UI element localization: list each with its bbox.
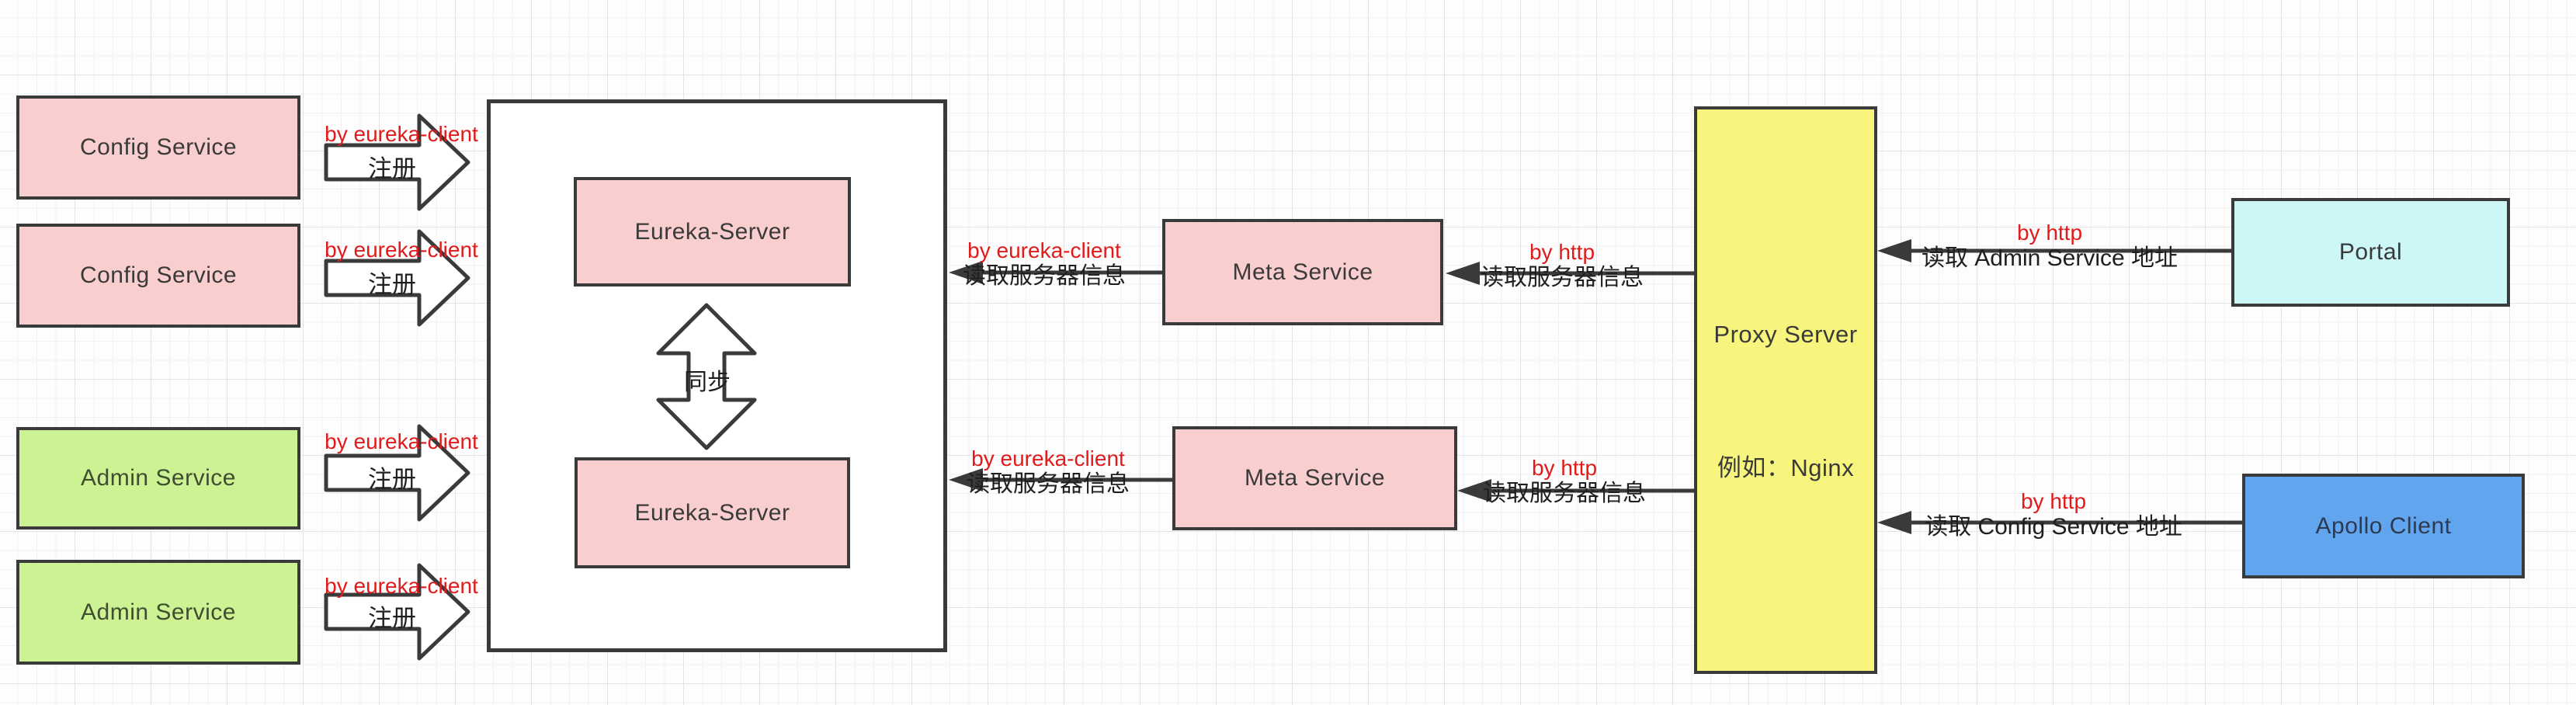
edge-client-to-proxy (1877, 511, 2242, 534)
sync-double-arrow (656, 303, 757, 450)
block-arrow-register-2 (324, 229, 470, 327)
edge-meta2-to-eureka (949, 468, 1172, 491)
arrowhead-icon (1877, 511, 1911, 534)
register1-action-label: 注册 (368, 155, 416, 182)
sync-label: 同步 (684, 370, 731, 395)
edge-meta1-to-eureka (949, 261, 1162, 284)
edge-label-portal-read: by http 读取 Admin Service 地址 (1922, 220, 2178, 271)
node-label: Eureka-Server (634, 218, 790, 245)
edge-protocol: by http (2016, 221, 2083, 245)
node-admin-service-2: Admin Service (16, 560, 300, 665)
edge-proxy-to-meta2 (1457, 479, 1694, 502)
edge-portal-to-proxy (1877, 239, 2231, 262)
edge-label-meta1-read: by eureka-client 读取服务器信息 (963, 238, 1126, 289)
node-proxy-server: Proxy Server 例如：Nginx (1694, 106, 1877, 674)
proxy-server-sublabel: 例如：Nginx (1717, 454, 1855, 481)
node-admin-service-1: Admin Service (16, 427, 300, 530)
node-label: Config Service (79, 262, 238, 288)
edge-action: 读取服务器信息 (967, 471, 1130, 497)
edge-protocol: by http (2020, 489, 2087, 513)
node-meta-service-1: Meta Service (1162, 219, 1443, 325)
register4-protocol-label: by eureka-client (325, 574, 478, 598)
node-label: Eureka-Server (634, 499, 790, 526)
register1-protocol-label: by eureka-client (325, 122, 478, 146)
edge-action: 读取服务器信息 (1481, 265, 1644, 290)
edge-protocol: by http (1529, 240, 1595, 264)
edge-action: 读取服务器信息 (963, 263, 1126, 289)
block-arrow-register-3 (324, 424, 470, 522)
arrowhead-icon (1446, 262, 1480, 285)
register4-action-label: 注册 (368, 605, 416, 632)
arrowhead-icon (949, 261, 983, 284)
node-label: Meta Service (1232, 259, 1373, 285)
edge-action: 读取 Config Service 地址 (1925, 514, 2182, 540)
node-eureka-server-1: Eureka-Server (574, 177, 851, 287)
edge-protocol: by eureka-client (971, 446, 1125, 471)
arrowhead-icon (949, 468, 983, 491)
node-eureka-server-2: Eureka-Server (575, 457, 850, 568)
node-apollo-client: Apollo Client (2242, 474, 2525, 578)
edge-protocol: by http (1531, 456, 1598, 480)
edge-proxy-to-meta1 (1446, 262, 1694, 285)
edge-protocol: by eureka-client (967, 238, 1121, 262)
node-label: Meta Service (1244, 465, 1386, 491)
node-portal: Portal (2231, 198, 2510, 307)
register3-protocol-label: by eureka-client (325, 429, 478, 453)
node-config-service-2: Config Service (16, 224, 300, 328)
arrowhead-icon (1877, 239, 1911, 262)
proxy-server-label: Proxy Server (1713, 321, 1858, 348)
arrowhead-icon (1457, 479, 1491, 502)
node-label: Apollo Client (2315, 512, 2452, 539)
node-label: Admin Service (81, 465, 236, 491)
edge-label-proxy-read2: by http 读取服务器信息 (1483, 455, 1646, 506)
edge-action: 读取 Admin Service 地址 (1921, 245, 2178, 271)
block-arrow-register-1 (324, 113, 470, 211)
edge-label-meta2-read: by eureka-client 读取服务器信息 (967, 446, 1130, 497)
node-label: Config Service (79, 134, 238, 160)
block-arrow-register-4 (324, 563, 470, 661)
node-config-service-1: Config Service (16, 96, 300, 200)
register3-action-label: 注册 (368, 466, 416, 493)
node-label: Admin Service (81, 599, 236, 625)
register2-action-label: 注册 (368, 271, 416, 298)
node-meta-service-2: Meta Service (1172, 426, 1457, 530)
node-label: Portal (2338, 239, 2403, 265)
edge-label-client-read: by http 读取 Config Service 地址 (1925, 488, 2182, 540)
edge-label-proxy-read1: by http 读取服务器信息 (1481, 239, 1644, 290)
edge-action: 读取服务器信息 (1483, 481, 1646, 506)
register2-protocol-label: by eureka-client (325, 238, 478, 262)
